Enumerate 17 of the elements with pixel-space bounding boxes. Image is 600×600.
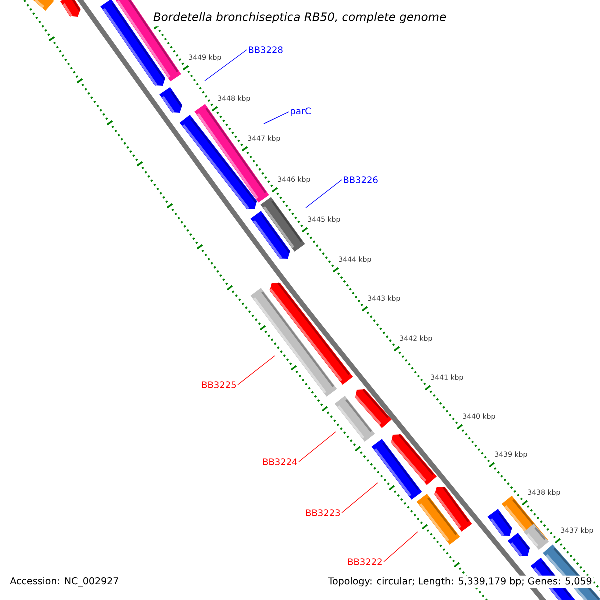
leader-line	[384, 532, 418, 562]
leader-line	[342, 482, 378, 514]
gene-label: parC	[291, 108, 311, 116]
accession-text: Accession: NC_002927	[10, 577, 118, 587]
genome-summary: Topology: circular; Length: 5,339,179 bp; Genes: 5,059	[326, 576, 594, 588]
gene-label: BB3225	[202, 382, 236, 388]
leader-line	[238, 356, 276, 386]
title: Bordetella bronchiseptica RB50, complete genome	[150, 9, 450, 27]
gene-label: BB3224	[263, 458, 298, 466]
gene-label: BB3223	[306, 510, 340, 516]
gene-label: BB3226	[344, 176, 378, 184]
leader-line	[298, 432, 336, 462]
leader-line	[306, 180, 342, 208]
gene-label: BB3222	[348, 558, 382, 566]
leader-line	[204, 50, 248, 82]
leader-line	[264, 112, 290, 124]
gene-label: BB3228	[249, 46, 283, 54]
